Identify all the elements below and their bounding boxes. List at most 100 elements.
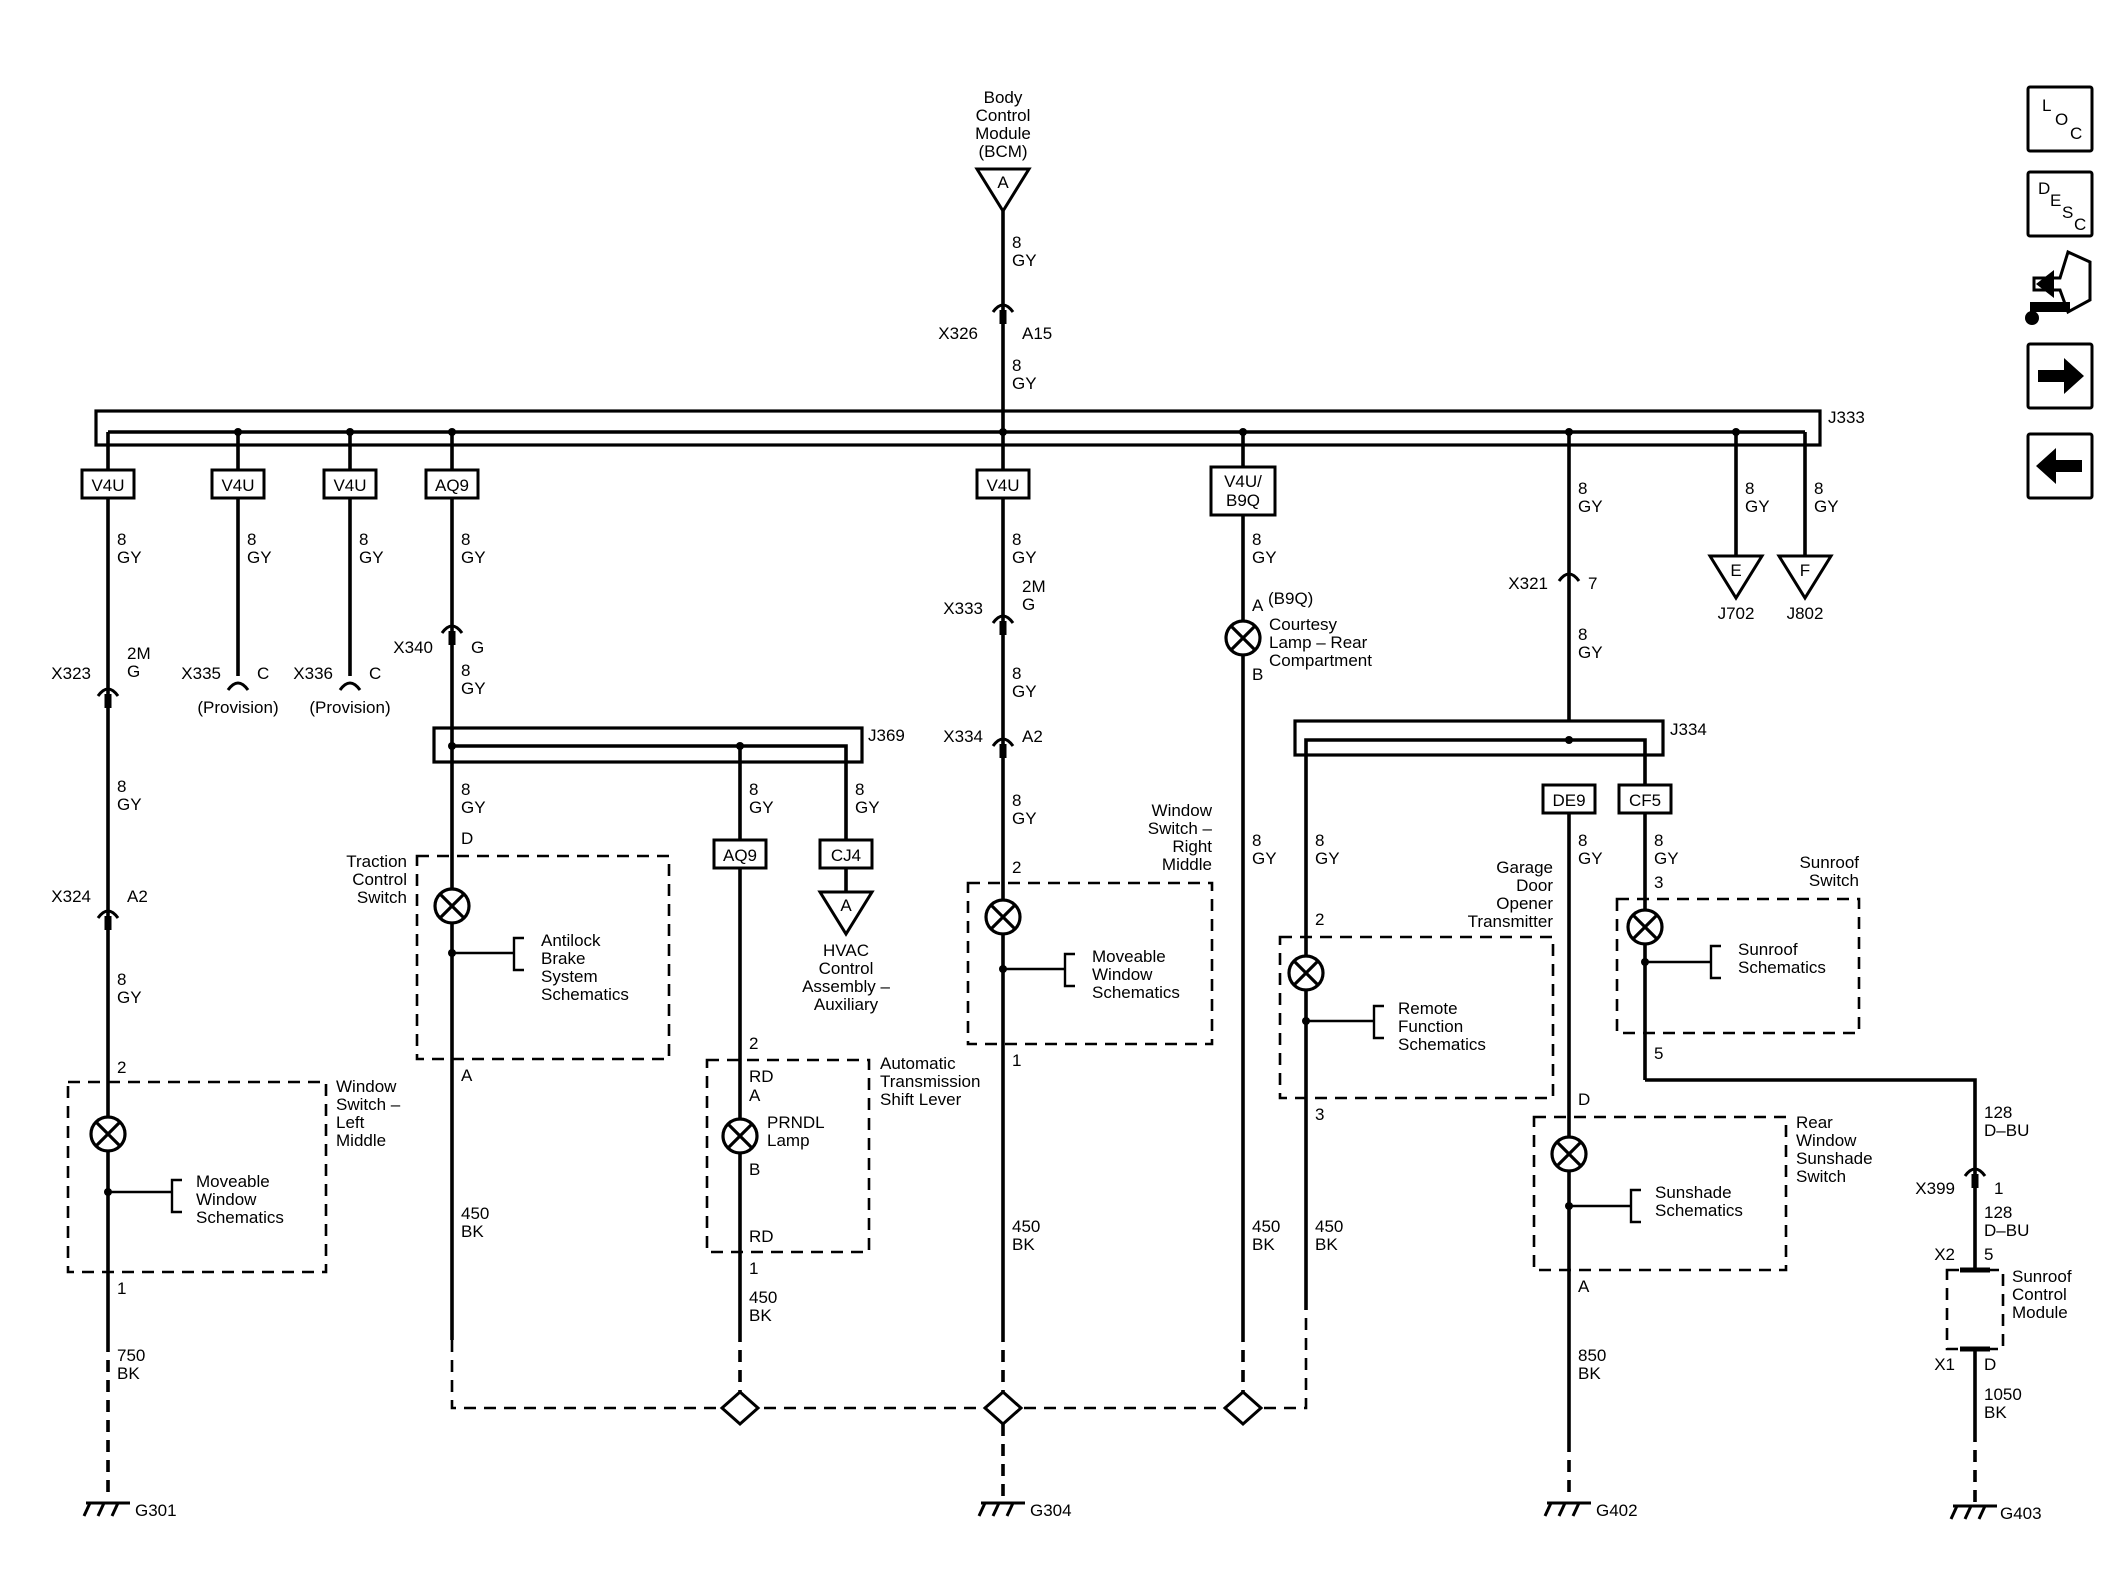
moveable-right-l1: Moveable	[1092, 947, 1166, 966]
arrow-right-icon	[2038, 358, 2084, 394]
garage-pin-bot: 3	[1315, 1105, 1324, 1124]
traction-pin-bot: A	[461, 1066, 473, 1085]
moveable-left-l3: Schematics	[196, 1208, 284, 1227]
rear-sunshade-l4: Switch	[1796, 1167, 1846, 1186]
rear-sunshade-l3: Sunshade	[1796, 1149, 1873, 1168]
g403-label: G403	[2000, 1504, 2042, 1523]
garage-gauge-2: 450	[1315, 1217, 1343, 1236]
sunroof-mod-l3: Module	[2012, 1303, 2068, 1322]
g304-ground-bus	[450, 1310, 1308, 1410]
rear-sunshade-pin-top: D	[1578, 1090, 1590, 1109]
x323-pin-b: G	[127, 662, 140, 681]
offpage-e-triangle	[1707, 554, 1765, 601]
garage-gauge-1: 8	[1315, 831, 1324, 850]
previous-page-button[interactable]	[2026, 432, 2094, 500]
garage-color-1: GY	[1315, 849, 1340, 868]
bus-dot-4	[999, 428, 1007, 436]
desc-d-letter: D	[2038, 179, 2050, 198]
x335-label: X335	[181, 664, 221, 683]
garage-dot	[1302, 1017, 1310, 1025]
traction-pin-top: D	[461, 829, 473, 848]
connector-icon[interactable]	[2025, 249, 2092, 325]
option-cj4: CJ4	[831, 846, 861, 865]
rear-sunshade-box	[1532, 1115, 1788, 1272]
col5-gauge-3: 8	[1012, 791, 1021, 810]
col2-color: GY	[247, 548, 272, 567]
dbu-color-2: D–BU	[1984, 1221, 2029, 1240]
col4-gauge-4: 450	[461, 1204, 489, 1223]
j334-label: J334	[1670, 720, 1707, 739]
window-left-pin-top: 2	[117, 1058, 126, 1077]
hvac-l4: Auxiliary	[814, 995, 879, 1014]
loc-button[interactable]: L O C	[2026, 85, 2094, 153]
x326-label: X326	[938, 324, 978, 343]
next-page-button[interactable]	[2026, 342, 2094, 410]
courtesy-pin-a: A	[1252, 596, 1264, 615]
prndl-gauge: 450	[749, 1288, 777, 1307]
col7-gauge-1: 8	[1578, 479, 1587, 498]
x324-label: X324	[51, 887, 91, 906]
hvac-l2: Control	[819, 959, 874, 978]
window-right-l3: Right	[1172, 837, 1212, 856]
sunroof-bracket	[1709, 944, 1721, 980]
bcm-pin-triangle	[974, 167, 1032, 214]
col1-color-3: GY	[117, 988, 142, 1007]
col4-color-3: GY	[461, 798, 486, 817]
col5-gauge-2: 8	[1012, 664, 1021, 683]
col1-color-4: BK	[117, 1364, 140, 1383]
sunroof-sw-pin-bot: 5	[1654, 1044, 1663, 1063]
abs-l3: System	[541, 967, 598, 986]
traction-bracket	[512, 936, 524, 972]
col4-gauge-2: 8	[461, 661, 470, 680]
garage-color-2: BK	[1315, 1235, 1338, 1254]
loc-l-letter: L	[2042, 96, 2051, 115]
cf5-gauge: 8	[1654, 831, 1663, 850]
courtesy-l1: Courtesy	[1269, 615, 1338, 634]
option-box-aq9-1	[424, 468, 480, 500]
offpage-e-label: E	[1730, 561, 1741, 580]
window-right-pin-bot: 1	[1012, 1051, 1021, 1070]
col1-gauge-2: 8	[117, 777, 126, 796]
x2-pin: 5	[1984, 1245, 1993, 1264]
sunroof-sch-l2: Schematics	[1738, 958, 1826, 977]
option-box-aq9-2	[712, 838, 768, 870]
traction-lamp-icon	[433, 887, 471, 925]
x340-pin: G	[471, 638, 484, 657]
traction-l2: Control	[352, 870, 407, 889]
courtesy-l2: Lamp – Rear	[1269, 633, 1368, 652]
window-switch-left-box	[66, 1080, 328, 1274]
sunroof-dot	[1641, 958, 1649, 966]
offpage-j802: J802	[1787, 604, 1824, 623]
splice-diamond-1	[720, 1390, 760, 1426]
col6-gauge-3: 450	[1252, 1217, 1280, 1236]
trans-l3: Shift Lever	[880, 1090, 962, 1109]
garage-bracket	[1372, 1004, 1384, 1040]
sunshade-sch-l2: Schematics	[1655, 1201, 1743, 1220]
de9-color-2: BK	[1578, 1364, 1601, 1383]
sunroof-mod-l2: Control	[2012, 1285, 2067, 1304]
trans-pin-a: A	[749, 1086, 761, 1105]
option-box-v4u-1	[80, 468, 136, 500]
x334-pin: A2	[1022, 727, 1043, 746]
j369-bus	[452, 744, 848, 850]
courtesy-option: (B9Q)	[1268, 589, 1313, 608]
prndl-color: BK	[749, 1306, 772, 1325]
bus-dot-2	[346, 428, 354, 436]
prndl-rd-2: RD	[749, 1227, 774, 1246]
desc-s-letter: S	[2062, 203, 2073, 222]
bcm-pin-label: A	[997, 173, 1009, 192]
col4-gauge-1: 8	[461, 530, 470, 549]
trans-shift-lever-box	[705, 1058, 871, 1254]
desc-button[interactable]: D E S C	[2026, 170, 2094, 238]
j369-dot-1	[448, 742, 456, 750]
desc-e-letter: E	[2050, 191, 2061, 210]
de9-gauge: 8	[1578, 831, 1587, 850]
sunroof-module-box	[1945, 1268, 2005, 1351]
x336-pin: C	[369, 664, 381, 683]
x334-label: X334	[943, 727, 983, 746]
col6-gauge-2: 8	[1252, 831, 1261, 850]
cj4-color: GY	[855, 798, 880, 817]
remote-l2: Function	[1398, 1017, 1463, 1036]
x399-label: X399	[1915, 1179, 1955, 1198]
